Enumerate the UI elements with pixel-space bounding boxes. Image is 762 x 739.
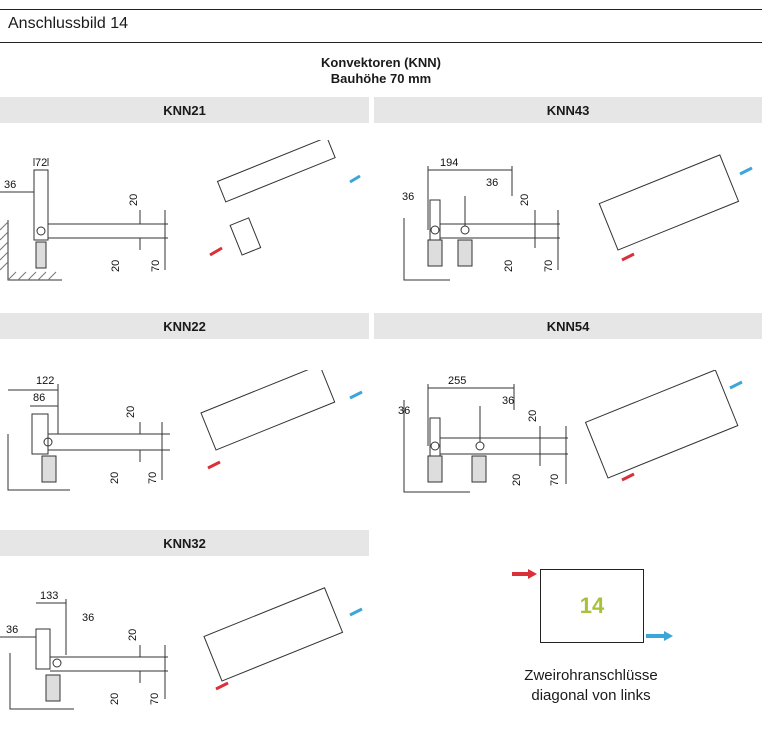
dim-knn21-r20b: 20: [110, 260, 122, 272]
dim-knn22-r70: 70: [147, 472, 159, 484]
subtitle-line-2: Bauhöhe 70 mm: [330, 71, 432, 86]
dim-knn22-top2: 86: [33, 392, 45, 404]
band-knn32: KNN32: [0, 530, 369, 556]
dim-knn21-top1: 72: [35, 157, 47, 169]
band-knn21: KNN21: [0, 97, 369, 123]
diagram-knn32: 133 36 36 20 20 70: [0, 585, 370, 720]
dim-knn54-r20b: 20: [511, 474, 523, 486]
header-rule-top: [0, 9, 762, 10]
dim-knn32-left: 36: [6, 624, 18, 636]
dim-knn22-top1: 122: [36, 375, 54, 387]
dim-knn22-r20b: 20: [109, 472, 121, 484]
diagram-knn43: 194 36 36 20 20 70: [390, 140, 762, 300]
dim-knn54-inner: 36: [502, 395, 514, 407]
dim-knn54-top1: 255: [448, 375, 466, 387]
dim-knn54-left: 36: [398, 405, 410, 417]
dim-knn54-r70: 70: [549, 474, 561, 486]
dim-knn43-r20b: 20: [503, 260, 515, 272]
page-title: Anschlussbild 14: [8, 15, 129, 32]
header-rule-bottom: [0, 42, 762, 43]
band-knn43: KNN43: [374, 97, 762, 123]
legend-caption-line-1: Zweirohranschlüsse: [524, 667, 658, 684]
diagram-knn22: 122 86 20 20 70: [0, 370, 370, 500]
band-knn22: KNN22: [0, 313, 369, 339]
dim-knn43-left: 36: [402, 191, 414, 203]
red-arrow-icon: [512, 569, 537, 579]
dim-knn32-r20b: 20: [109, 693, 121, 705]
legend-caption: Zweirohranschlüsse diagonal von links: [480, 666, 702, 706]
dim-knn54-r20a: 20: [527, 410, 539, 422]
dim-knn21-r70: 70: [150, 260, 162, 272]
band-knn54: KNN54: [374, 313, 762, 339]
dim-knn32-r20a: 20: [127, 629, 139, 641]
dim-knn21-left: 36: [4, 179, 16, 191]
dim-knn22-r20a: 20: [125, 406, 137, 418]
dim-knn21-r20a: 20: [128, 194, 140, 206]
legend-caption-line-2: diagonal von links: [531, 687, 651, 704]
diagram-knn21: 72 36 20 20 70: [0, 140, 370, 300]
dim-knn32-top1: 133: [40, 590, 58, 602]
blue-arrow-icon: [646, 631, 673, 641]
diagram-knn54: 255 36 36 20 20 70: [390, 370, 762, 500]
dim-knn43-top1: 194: [440, 157, 458, 169]
dim-knn43-inner: 36: [486, 177, 498, 189]
subtitle-line-1: Konvektoren (KNN): [321, 55, 441, 70]
legend-box: 14: [540, 569, 644, 643]
dim-knn43-r70: 70: [543, 260, 555, 272]
dim-knn32-inner: 36: [82, 612, 94, 624]
dim-knn32-r70: 70: [149, 693, 161, 705]
dim-knn43-r20a: 20: [519, 194, 531, 206]
